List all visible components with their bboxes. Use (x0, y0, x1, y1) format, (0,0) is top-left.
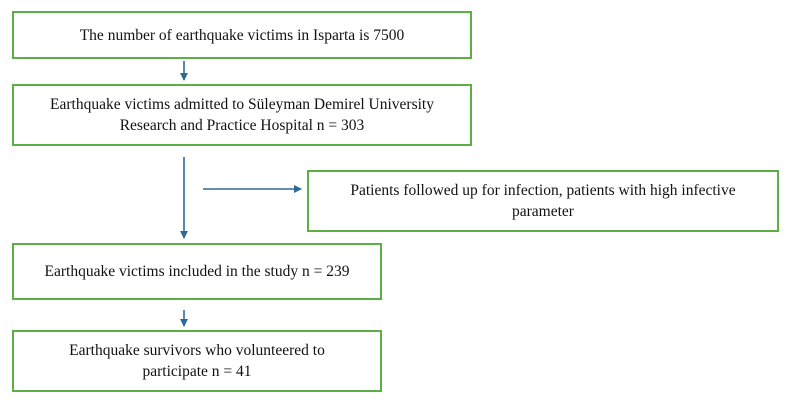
flow-box-line: Earthquake victims included in the study… (44, 263, 350, 280)
flow-box-line: Patients followed up for infection, pati… (350, 182, 736, 199)
flow-box-line: participate n = 41 (142, 363, 252, 380)
flow-box-text: Earthquake victims included in the study… (45, 261, 350, 282)
flow-box-text: Patients followed up for infection, pati… (350, 180, 735, 222)
flow-box-included-victims: Earthquake victims included in the study… (12, 243, 382, 300)
flow-box-line: parameter (512, 203, 574, 220)
flow-box-admitted-victims: Earthquake victims admitted to Süleyman … (12, 84, 472, 146)
flow-box-text: Earthquake victims admitted to Süleyman … (50, 94, 434, 136)
flow-box-text: The number of earthquake victims in Ispa… (80, 25, 405, 46)
flow-box-line: Earthquake survivors who volunteered to (69, 342, 325, 359)
flow-box-text: Earthquake survivors who volunteered to … (69, 340, 325, 382)
flow-box-line: Earthquake victims admitted to Süleyman … (50, 96, 434, 113)
flow-box-line: The number of earthquake victims in Ispa… (79, 26, 405, 44)
flow-box-line: Research and Practice Hospital n = 303 (119, 117, 365, 134)
flow-box-excluded-patients: Patients followed up for infection, pati… (307, 170, 779, 232)
flow-box-volunteer-survivors: Earthquake survivors who volunteered to … (12, 330, 382, 392)
flow-box-total-victims: The number of earthquake victims in Ispa… (12, 11, 472, 59)
